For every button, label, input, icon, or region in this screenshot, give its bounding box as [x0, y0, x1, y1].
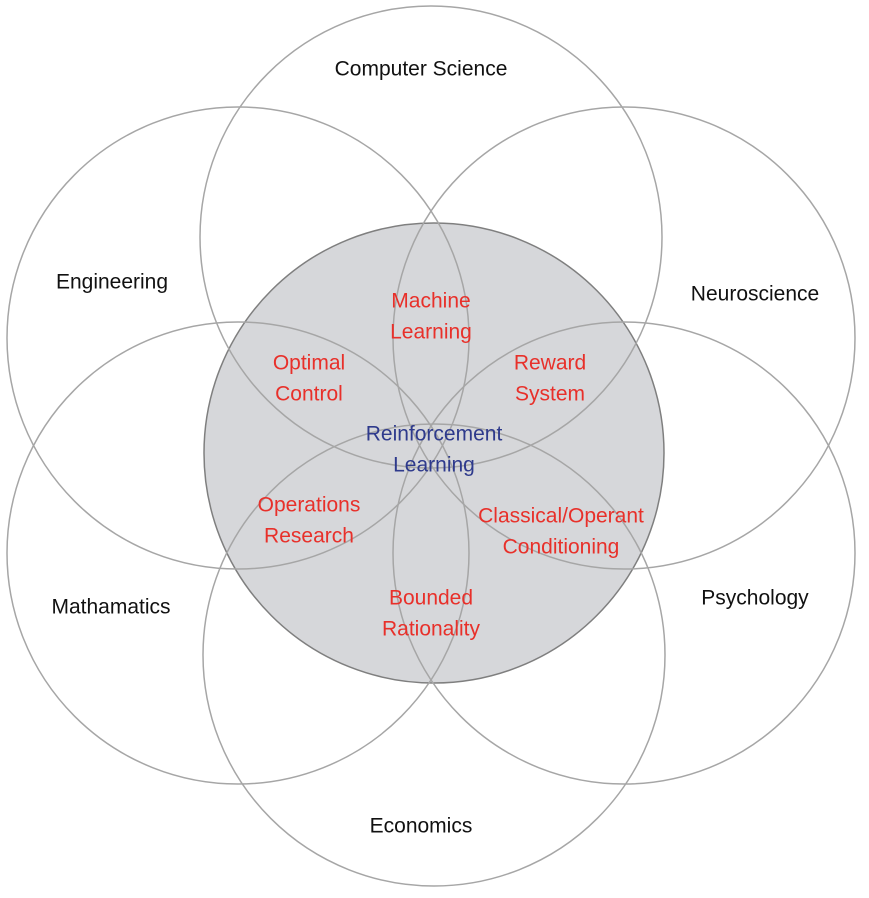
- label-psychology: Psychology: [701, 587, 809, 610]
- label-engineering: Engineering: [56, 271, 168, 294]
- center-circle: [203, 222, 665, 684]
- ring-mathematics: [6, 321, 470, 785]
- label-mathematics: Mathamatics: [51, 596, 170, 619]
- label-conditioning-2: Conditioning: [503, 536, 620, 559]
- label-economics: Economics: [370, 815, 473, 838]
- label-optimal-control-2: Control: [275, 383, 343, 406]
- label-machine-learning: Machine: [391, 290, 470, 313]
- label-reward-system-2: System: [515, 383, 585, 406]
- label-bounded-rationality: Bounded: [389, 587, 473, 610]
- label-bounded-rationality-2: Rationality: [382, 618, 481, 641]
- label-reinforcement-learning-2: Learning: [393, 454, 475, 477]
- label-computer-science: Computer Science: [335, 58, 508, 81]
- label-reward-system: Reward: [514, 352, 586, 375]
- ring-neuroscience: [392, 106, 856, 570]
- ring-computer-science: [199, 5, 663, 469]
- ring-engineering: [6, 106, 470, 570]
- label-reinforcement-learning: Reinforcement: [366, 423, 503, 446]
- ring-economics: [202, 423, 666, 887]
- label-machine-learning-2: Learning: [390, 321, 472, 344]
- label-conditioning: Classical/Operant: [478, 505, 644, 528]
- ring-psychology: [392, 321, 856, 785]
- label-operations-research-2: Research: [264, 525, 354, 548]
- label-neuroscience: Neuroscience: [691, 283, 819, 306]
- label-optimal-control: Optimal: [273, 352, 345, 375]
- label-operations-research: Operations: [258, 494, 361, 517]
